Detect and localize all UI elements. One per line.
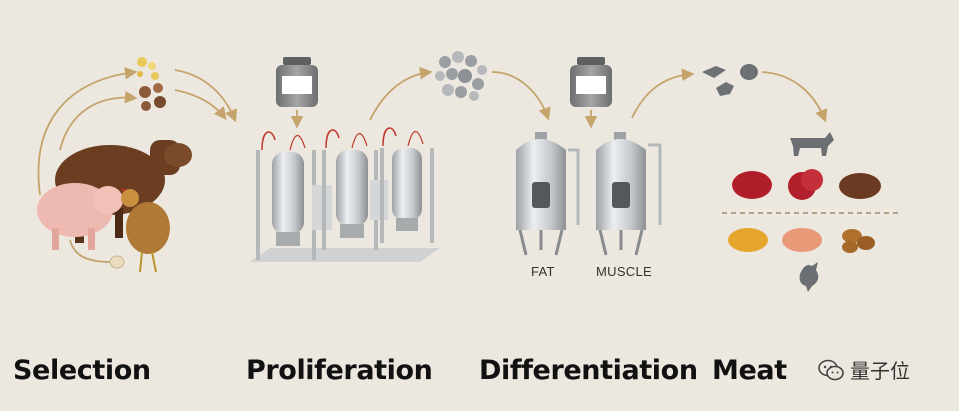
selection-arrows [37,66,238,263]
wechat-icon [818,359,844,380]
chicken-illustration [120,188,170,273]
egg-illustration [109,255,125,269]
chicken-products [728,228,875,253]
stem-cell-icons [137,57,166,111]
stage-label-selection: Selection [13,355,151,386]
beef-products [732,169,881,200]
muscle-tank [596,132,662,256]
cell-cluster-icon [435,51,487,101]
watermark-text: 量子位 [850,359,910,383]
proliferation-arrows [369,66,551,121]
stage-label-meat: Meat [712,355,787,386]
pig-illustration [37,183,123,250]
bioreactor-1 [256,131,332,260]
medium-jar-icon [276,57,318,129]
watermark: 量子位 [818,355,910,384]
differentiation-jar-icon [570,57,612,129]
bioreactor-3 [380,127,434,243]
bioreactor-group [250,127,440,262]
stage-label-proliferation: Proliferation [246,355,433,386]
muscle-tank-label: MUSCLE [596,264,652,279]
differentiated-cells-icon [702,64,758,96]
fat-tank-label: FAT [531,264,555,279]
chicken-silhouette-icon [799,262,819,292]
meat-arrows [631,68,828,123]
fat-tank [516,132,580,256]
stage-label-differentiation: Differentiation [479,355,698,386]
cow-silhouette-icon [790,132,834,156]
bioreactor-2 [322,129,388,250]
